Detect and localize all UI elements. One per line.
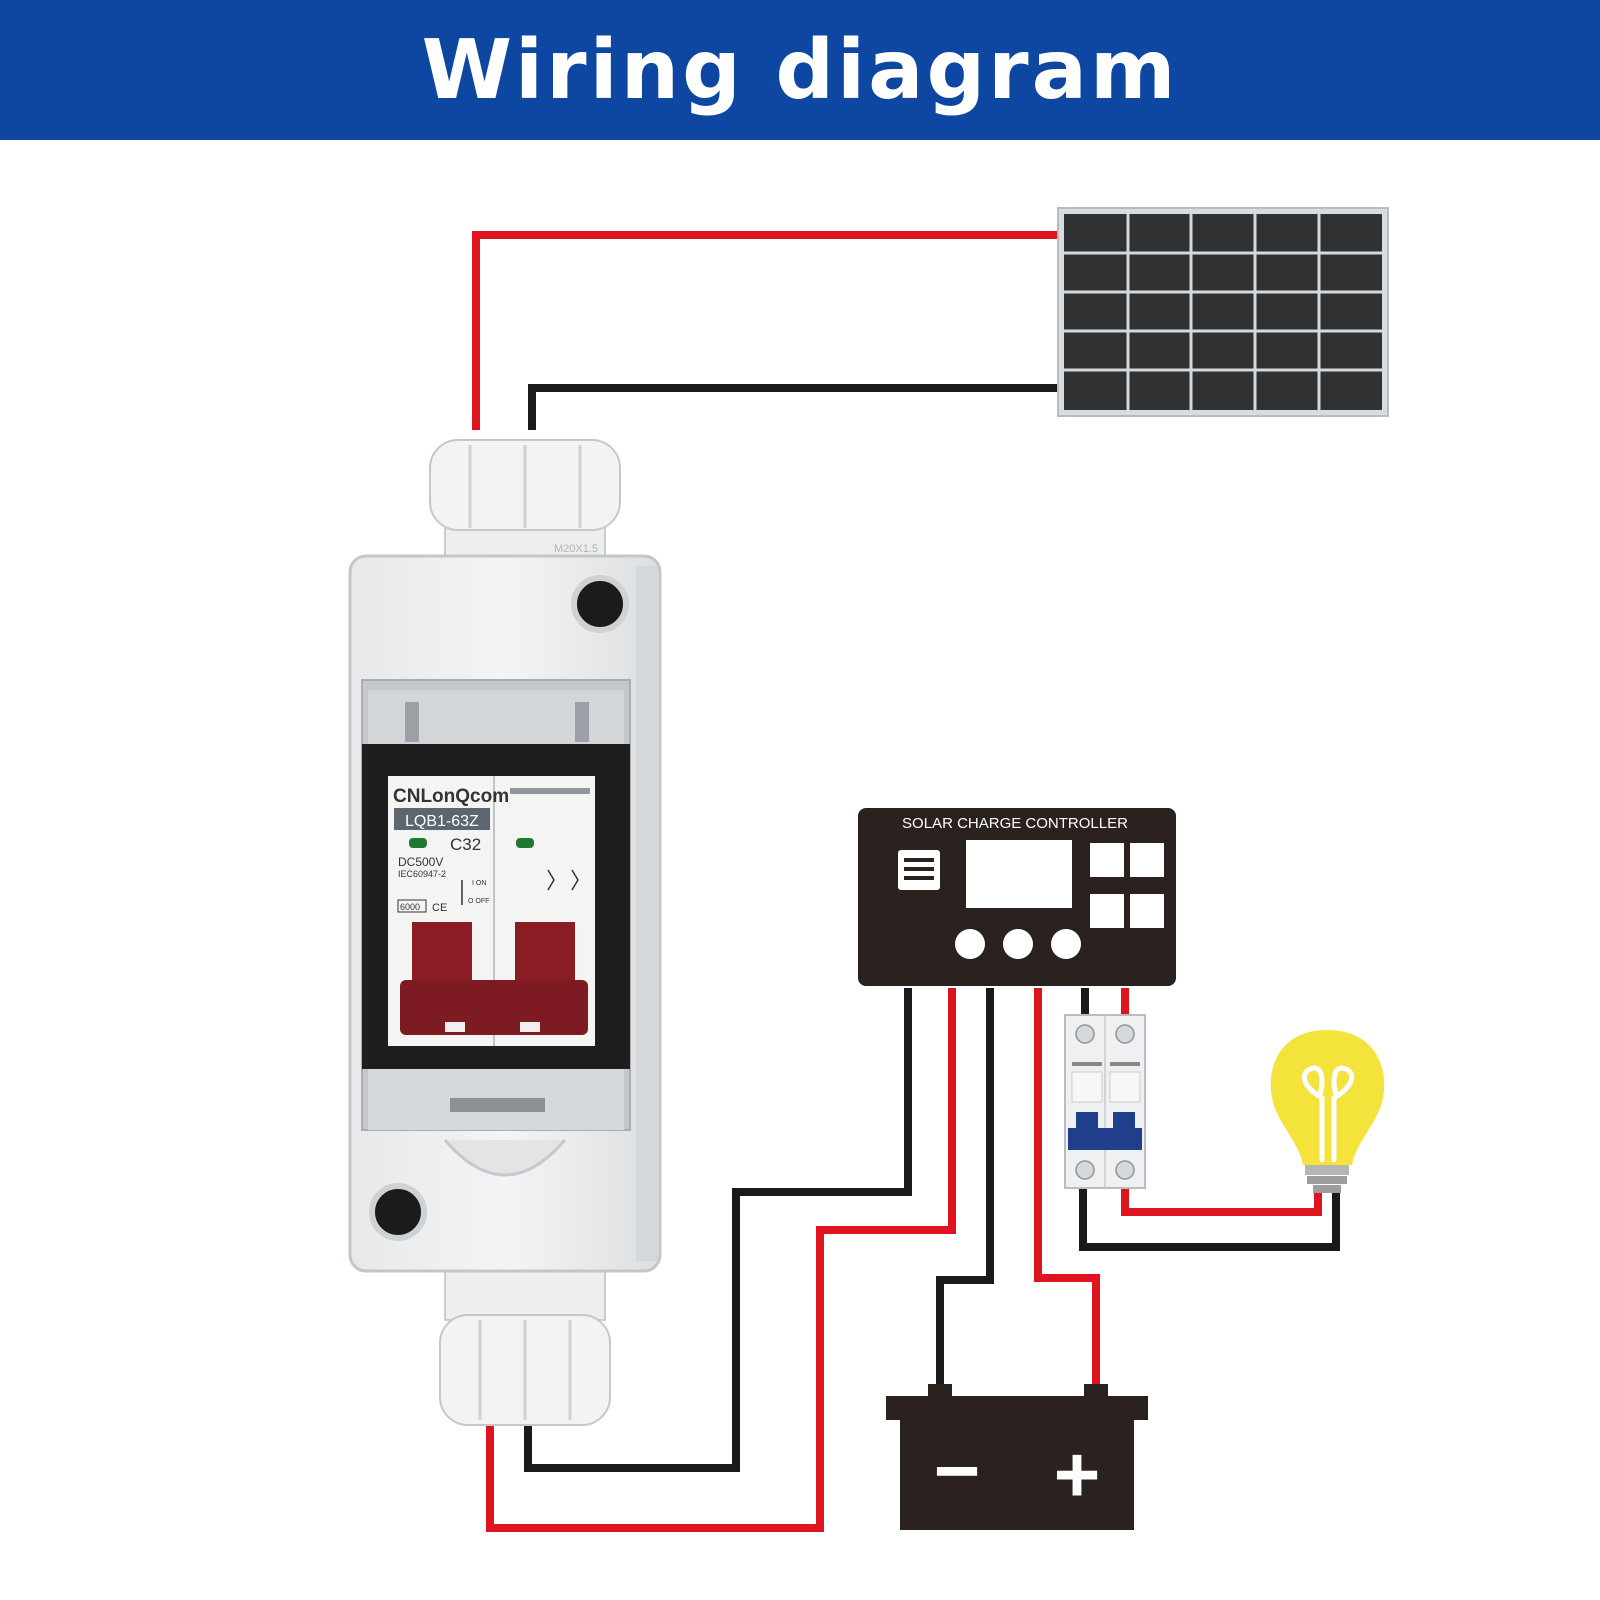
standard-label: IEC60947-2	[398, 869, 446, 879]
title-banner: Wiring diagram	[0, 0, 1600, 140]
on-label: I ON	[472, 880, 486, 887]
solar-panel	[1057, 207, 1389, 417]
breaker-toggle[interactable]	[400, 922, 588, 1035]
solar-charge-controller: SOLAR CHARGE CONTROLLER	[858, 808, 1176, 986]
voltage-label: DC500V	[398, 855, 443, 869]
rating-label: C32	[450, 835, 481, 854]
breaker-positive-wire	[486, 988, 956, 1532]
off-label: O OFF	[468, 898, 489, 905]
bottom-cable-gland	[439, 1269, 611, 1426]
top-cable-gland: M20X1.5	[429, 439, 621, 561]
load-positive-wire-b	[1121, 1188, 1322, 1216]
load-negative-wire-b	[1079, 1188, 1340, 1251]
controller-key-grid	[1090, 843, 1164, 928]
load-breaker	[1064, 1014, 1146, 1189]
breaker-module: CNLonQcom LQB1-63Z C32 DC500V IEC60947-2…	[388, 776, 595, 1046]
breaker-negative-wire	[524, 988, 912, 1472]
battery-positive-symbol: +	[1054, 1430, 1101, 1519]
menu-icon	[898, 850, 940, 890]
solar-negative-wire	[528, 384, 1060, 430]
controller-label: SOLAR CHARGE CONTROLLER	[902, 815, 1128, 832]
controller-button-1[interactable]	[955, 929, 985, 959]
model-label: LQB1-63Z	[405, 813, 479, 830]
solar-positive-wire	[472, 231, 1060, 430]
battery-negative-wire	[936, 988, 994, 1390]
screw-hole-top	[571, 575, 629, 633]
dc-breaker-enclosure: M20X1.5 CNLonQcom	[348, 439, 662, 1426]
screw-hole-bottom	[369, 1183, 427, 1241]
capacity-label: 6000	[400, 902, 420, 912]
battery-positive-wire	[1034, 988, 1100, 1390]
brand-label: CNLonQcom	[393, 786, 509, 807]
gland-size-label: M20X1.5	[554, 543, 598, 555]
battery-negative-symbol: −	[934, 1426, 981, 1515]
wires	[472, 231, 1340, 1532]
controller-button-3[interactable]	[1051, 929, 1081, 959]
light-bulb-icon	[1270, 1030, 1385, 1193]
svg-text:CE: CE	[432, 902, 447, 914]
battery-icon: − +	[886, 1384, 1148, 1530]
page-title: Wiring diagram	[421, 22, 1179, 118]
controller-display	[966, 840, 1072, 908]
controller-button-2[interactable]	[1003, 929, 1033, 959]
